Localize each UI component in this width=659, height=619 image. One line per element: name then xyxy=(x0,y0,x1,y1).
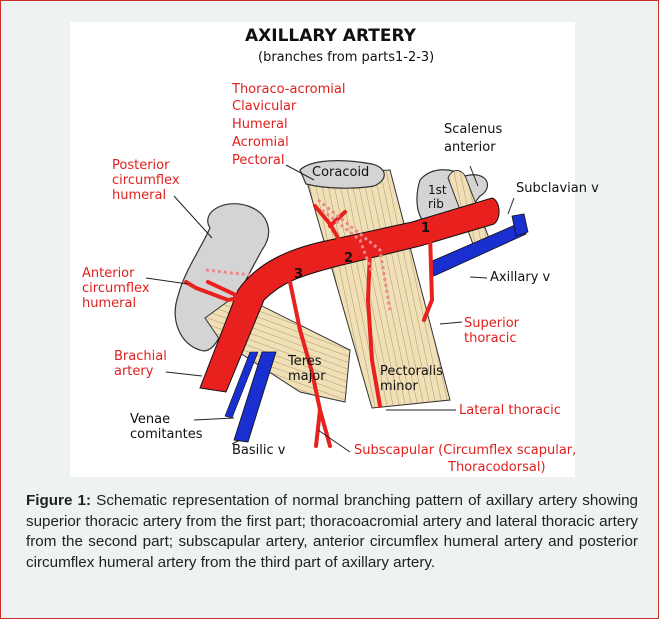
label-brachial-artery: Brachial artery xyxy=(114,349,167,379)
label-first-rib: 1st rib xyxy=(428,183,447,211)
leader-subscapular xyxy=(318,430,350,452)
label-part-2: 2 xyxy=(344,251,353,266)
figure-caption: Figure 1: Schematic representation of no… xyxy=(26,491,638,573)
label-basilic-v: Basilic v xyxy=(232,443,285,458)
diagram-title: AXILLARY ARTERY xyxy=(245,26,416,46)
label-subscapular-2: Thoracodorsal) xyxy=(448,460,546,475)
label-anterior-circumflex: Anterior circumflex humeral xyxy=(82,266,150,311)
label-acromial: Acromial xyxy=(232,135,289,150)
label-clavicular: Clavicular xyxy=(232,99,296,114)
label-subscapular: Subscapular (Circumflex scapular, xyxy=(354,443,576,458)
label-part-1: 1 xyxy=(421,221,430,236)
label-venae-comitantes: Venae comitantes xyxy=(130,412,203,442)
label-lateral-thoracic: Lateral thoracic xyxy=(459,403,561,418)
subscapular-sub-branch xyxy=(320,410,330,446)
diagram-subtitle: (branches from parts1-2-3) xyxy=(258,50,434,65)
label-scalenus-anterior: anterior xyxy=(444,140,496,155)
label-teres-major: Teres major xyxy=(288,354,326,384)
label-humeral: Humeral xyxy=(232,117,288,132)
label-scalenus: Scalenus xyxy=(444,122,502,137)
caption-text: Schematic representation of normal branc… xyxy=(26,492,638,571)
label-posterior-circumflex: Posterior circumflex humeral xyxy=(112,158,180,203)
leader-superior-thoracic xyxy=(440,322,462,324)
label-superior-thoracic: Superior thoracic xyxy=(464,316,519,346)
label-part-3: 3 xyxy=(294,267,303,282)
label-pectoralis-minor: Pectoralis minor xyxy=(380,364,443,394)
leader-anterior-circumflex xyxy=(146,278,188,284)
label-coracoid: Coracoid xyxy=(312,165,369,180)
leader-subclavian xyxy=(508,198,514,214)
leader-brachial xyxy=(166,372,202,376)
label-subclavian-v: Subclavian v xyxy=(516,181,599,196)
label-axillary-v: Axillary v xyxy=(490,270,550,285)
label-thoraco-acromial: Thoraco-acromial xyxy=(232,82,345,97)
leader-posterior-circumflex xyxy=(174,196,212,238)
caption-label: Figure 1: xyxy=(26,492,91,509)
leader-axillary-v xyxy=(470,277,487,278)
label-pectoral: Pectoral xyxy=(232,153,285,168)
